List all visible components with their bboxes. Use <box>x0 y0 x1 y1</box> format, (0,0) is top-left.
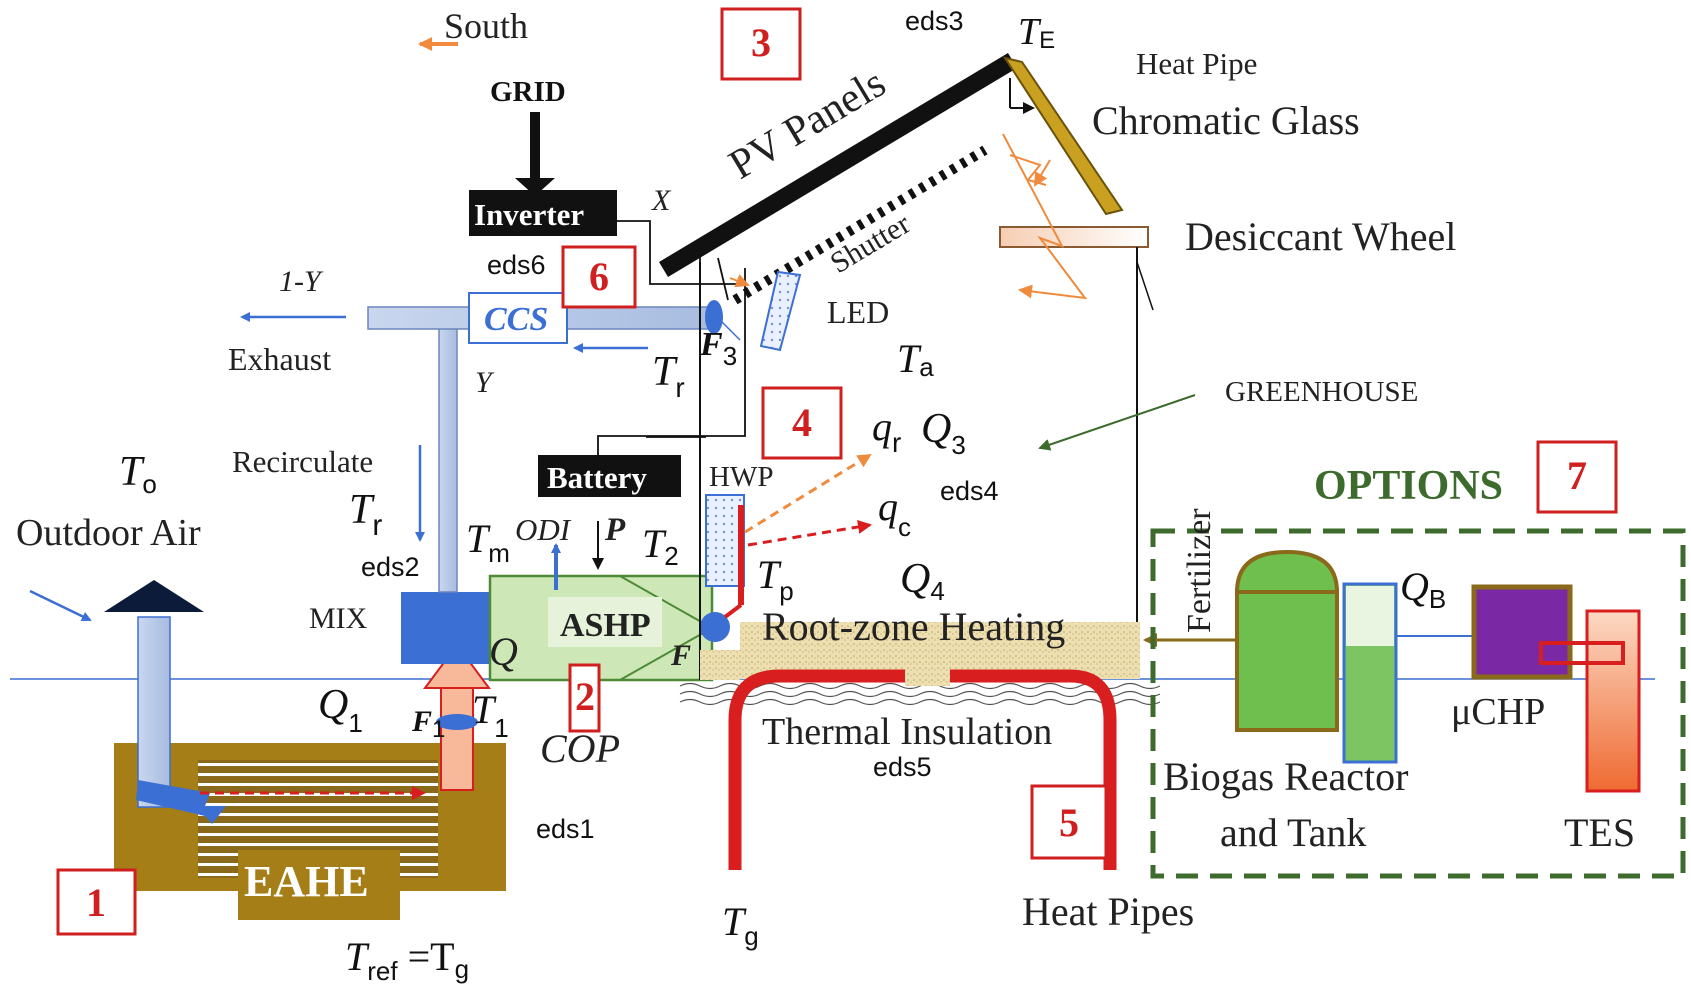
eds5-label: eds5 <box>873 752 932 782</box>
inverter-label: Inverter <box>474 197 584 232</box>
battery-label: Battery <box>547 460 647 495</box>
marker-5: 5 <box>1059 800 1079 845</box>
greenhouse-roof <box>659 53 1154 680</box>
tref-symbol: Tref =Tg <box>345 934 469 986</box>
heat-pipes-label: Heat Pipes <box>1022 889 1194 934</box>
marker-6: 6 <box>589 254 609 299</box>
fertilizer-label: Fertilizer <box>1181 508 1218 633</box>
tm-symbol: Tm <box>466 516 510 568</box>
y-label: Y <box>475 366 495 399</box>
mu-chp-label: μCHP <box>1451 691 1545 733</box>
hwp-tank <box>705 494 745 619</box>
tr-symbol: Tr <box>652 349 685 403</box>
biogas-reactor-label-2: and Tank <box>1220 810 1366 855</box>
biogas-reactor-label-1: Biogas Reactor <box>1163 754 1409 799</box>
eds1-label: eds1 <box>536 814 595 844</box>
markers <box>56 7 1618 936</box>
tg-symbol: Tg <box>722 899 759 951</box>
to-symbol: To <box>119 449 157 499</box>
t2-symbol: T2 <box>642 521 679 571</box>
q3-symbol: Q3 <box>921 406 966 460</box>
root-zone <box>679 622 1161 870</box>
qc-symbol: qc <box>878 484 911 542</box>
outdoor-air-label: Outdoor Air <box>16 512 201 554</box>
qr-arrow <box>744 453 872 534</box>
q-left-label: Q <box>489 629 518 674</box>
greenhouse-arrow <box>1038 394 1196 451</box>
qc-arrow <box>747 520 872 547</box>
root-zone-heating-label: Root-zone Heating <box>762 604 1065 649</box>
chromatic-glass-label: Chromatic Glass <box>1092 98 1360 143</box>
eds2-label: eds2 <box>361 552 420 582</box>
marker-labels: 1 2 3 4 5 6 7 <box>86 20 1587 925</box>
one-minus-y-label: 1-Y <box>279 265 324 298</box>
south-label: South <box>444 6 528 46</box>
cop-label: COP <box>540 726 620 771</box>
marker-7: 7 <box>1567 453 1587 498</box>
q1-symbol: Q1 <box>318 682 363 738</box>
marker-2: 2 <box>575 674 595 719</box>
marker-3: 3 <box>751 20 771 65</box>
eahe-label: EAHE <box>244 857 369 906</box>
te-symbol: TE <box>1018 11 1055 54</box>
ta-symbol: Ta <box>897 336 934 382</box>
eds3-label: eds3 <box>905 6 964 36</box>
tes-label: TES <box>1564 810 1635 855</box>
eds6-label: eds6 <box>487 250 546 280</box>
options-box <box>1150 528 1686 879</box>
p-label: P <box>604 512 626 548</box>
odi-label: ODI <box>515 512 572 547</box>
led-label: LED <box>827 294 889 330</box>
battery-box <box>538 455 681 497</box>
grid-inverter <box>469 112 617 236</box>
exhaust-label: Exhaust <box>228 341 331 377</box>
eahe-unit <box>29 580 506 920</box>
ccs-label: CCS <box>484 301 548 338</box>
options-label: OPTIONS <box>1314 463 1503 509</box>
f1-symbol: F1 <box>411 705 445 743</box>
qr-symbol: qr <box>872 404 901 458</box>
grid-label: GRID <box>490 76 566 108</box>
qb-symbol: QB <box>1400 564 1446 614</box>
tr2-symbol: Tr <box>349 487 382 542</box>
t1-symbol: T1 <box>472 687 509 743</box>
f-right-label: F <box>670 639 691 672</box>
desiccant-wheel-label: Desiccant Wheel <box>1185 214 1456 259</box>
hwp-label: HWP <box>709 461 773 493</box>
q4-symbol: Q4 <box>900 556 945 606</box>
thermal-insulation-label: Thermal Insulation <box>762 711 1052 753</box>
marker-4: 4 <box>792 400 812 445</box>
marker-1: 1 <box>86 880 106 925</box>
f3-symbol: F3 <box>699 326 737 371</box>
tp-symbol: Tp <box>757 552 794 606</box>
ashp-unit <box>488 521 730 682</box>
mix-and-ducts <box>240 292 741 664</box>
eds4-label: eds4 <box>940 476 999 506</box>
recirculate-label: Recirculate <box>232 444 373 479</box>
x-label: X <box>651 184 672 217</box>
greenhouse-label: GREENHOUSE <box>1225 376 1418 408</box>
ashp-label: ASHP <box>560 607 651 644</box>
heat-pipe-label: Heat Pipe <box>1136 46 1257 81</box>
mix-label: MIX <box>309 602 368 635</box>
